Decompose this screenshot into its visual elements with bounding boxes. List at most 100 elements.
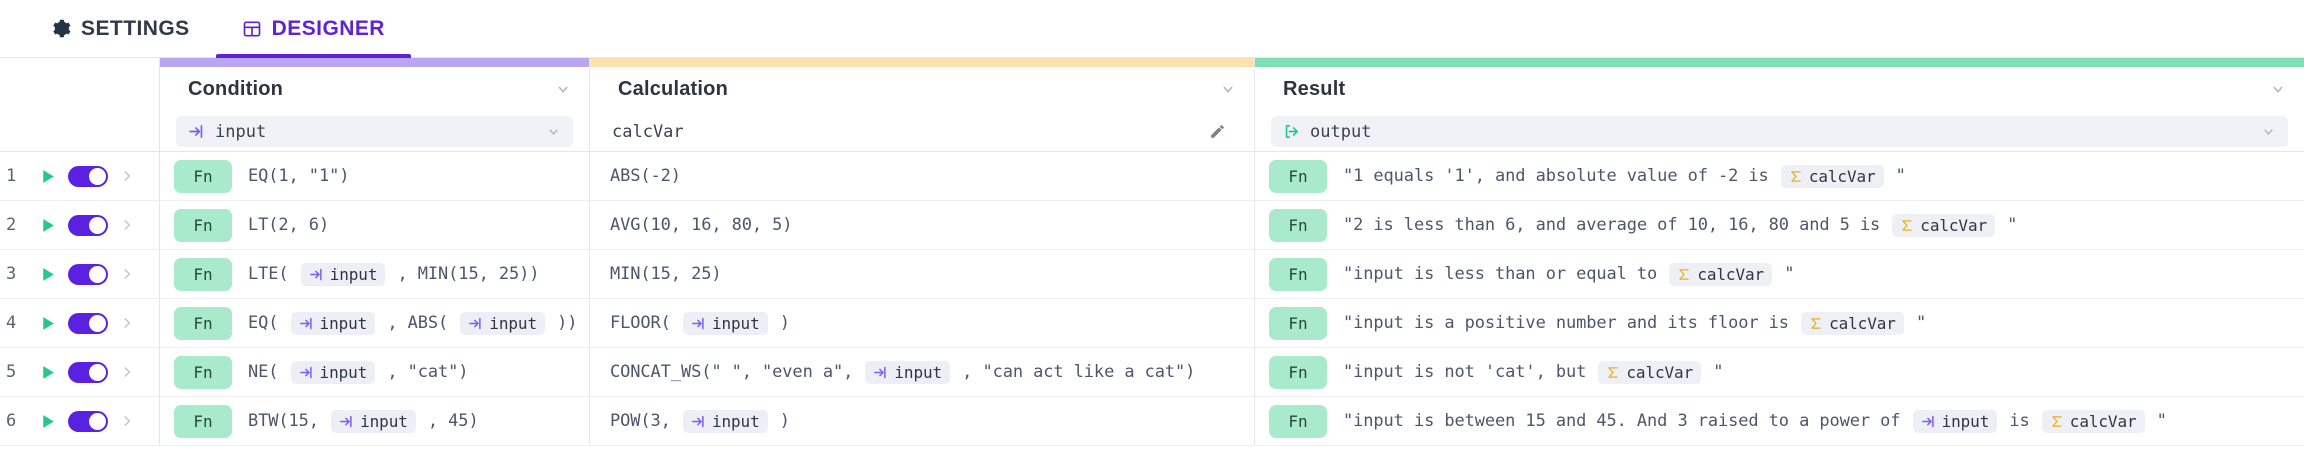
- expression-text: ": [1703, 362, 1724, 382]
- expand-row-chevron-right-icon[interactable]: [108, 169, 146, 183]
- expand-row-chevron-right-icon[interactable]: [108, 414, 146, 428]
- expression: LTE( input , MIN(15, 25)): [248, 262, 539, 286]
- cell-result[interactable]: Fn "2 is less than 6, and average of 10, …: [1255, 201, 2304, 249]
- input-var-chip[interactable]: input: [682, 409, 768, 433]
- toggle-knob: [89, 412, 106, 430]
- row-enable-toggle[interactable]: [68, 361, 108, 383]
- input-var-chip[interactable]: input: [300, 262, 386, 286]
- run-rule-button[interactable]: [30, 363, 64, 382]
- fn-chip[interactable]: Fn: [174, 355, 232, 389]
- chevron-down-icon[interactable]: [555, 81, 571, 97]
- toggle-knob: [89, 363, 106, 381]
- fn-chip[interactable]: Fn: [174, 159, 232, 193]
- input-var-chip[interactable]: input: [290, 311, 376, 335]
- calcvar-chip[interactable]: calcVar: [1669, 262, 1773, 286]
- cell-calculation[interactable]: ABS(-2): [590, 152, 1255, 200]
- cell-result[interactable]: Fn "input is not 'cat', but calcVar ": [1255, 348, 2304, 396]
- input-var-chip[interactable]: input: [1912, 409, 1998, 433]
- run-rule-button[interactable]: [30, 265, 64, 284]
- input-arrow-icon: [1921, 414, 1936, 429]
- fn-chip[interactable]: Fn: [174, 306, 232, 340]
- input-var-chip[interactable]: input: [460, 311, 545, 335]
- expression: "input is between 15 and 45. And 3 raise…: [1343, 409, 2167, 433]
- variable-chip-label: calcVar: [2069, 411, 2137, 431]
- variable-chip-label: input: [319, 313, 368, 333]
- tab-designer[interactable]: DESIGNER: [215, 0, 412, 58]
- input-var-chip[interactable]: input: [331, 409, 416, 433]
- variable-chip-label: input: [894, 362, 943, 382]
- run-rule-button[interactable]: [30, 167, 64, 186]
- calcvar-chip[interactable]: calcVar: [1892, 213, 1996, 237]
- cell-result[interactable]: Fn "input is between 15 and 45. And 3 rai…: [1255, 397, 2304, 445]
- row-gutter: 1: [0, 152, 160, 200]
- variable-select-input[interactable]: input: [176, 116, 573, 147]
- expand-row-chevron-right-icon[interactable]: [108, 267, 146, 281]
- input-var-chip[interactable]: input: [865, 360, 951, 384]
- chevron-down-icon[interactable]: [2270, 81, 2286, 97]
- calcvar-chip[interactable]: calcVar: [2041, 409, 2145, 433]
- expression-text: "2 is less than 6, and average of 10, 16…: [1343, 215, 1891, 235]
- row-enable-toggle[interactable]: [68, 312, 108, 334]
- row-enable-toggle[interactable]: [68, 263, 108, 285]
- chevron-down-icon[interactable]: [1220, 81, 1236, 97]
- rule-grid: Condition input: [0, 58, 2304, 470]
- variable-chip-label: calcVar: [1808, 166, 1876, 186]
- chevron-down-icon[interactable]: [546, 124, 561, 139]
- fn-chip[interactable]: Fn: [174, 208, 232, 242]
- fn-chip[interactable]: Fn: [1269, 355, 1327, 389]
- expression-text: BTW(15,: [248, 411, 330, 431]
- row-enable-toggle[interactable]: [68, 165, 108, 187]
- tab-settings[interactable]: SETTINGS: [26, 0, 216, 58]
- input-var-chip[interactable]: input: [290, 360, 376, 384]
- cell-calculation[interactable]: CONCAT_WS(" ", "even a", input , "can ac…: [590, 348, 1255, 396]
- variable-chip-label: input: [1941, 411, 1990, 431]
- expression-text: MIN(15, 25): [610, 264, 722, 284]
- cell-calculation[interactable]: MIN(15, 25): [590, 250, 1255, 298]
- cell-condition[interactable]: Fn LTE( input , MIN(15, 25)): [160, 250, 590, 298]
- fn-chip[interactable]: Fn: [1269, 257, 1327, 291]
- cell-result[interactable]: Fn"input is less than or equal to calcVa…: [1255, 250, 2304, 298]
- variable-select-output[interactable]: output: [1271, 116, 2288, 147]
- pencil-icon[interactable]: [1209, 123, 1226, 140]
- fn-chip[interactable]: Fn: [1269, 208, 1327, 242]
- fn-chip[interactable]: Fn: [1269, 404, 1327, 438]
- run-rule-button[interactable]: [30, 216, 64, 235]
- calcvar-chip[interactable]: calcVar: [1598, 360, 1702, 384]
- row-enable-toggle[interactable]: [68, 410, 108, 432]
- expression-text: , ABS(: [377, 313, 459, 333]
- cell-calculation[interactable]: AVG(10, 16, 80, 5): [590, 201, 1255, 249]
- row-number: 2: [6, 215, 17, 235]
- chevron-down-icon[interactable]: [2261, 124, 2276, 139]
- row-enable-toggle[interactable]: [68, 214, 108, 236]
- input-var-chip[interactable]: input: [682, 311, 768, 335]
- expand-row-chevron-right-icon[interactable]: [108, 365, 146, 379]
- fn-chip[interactable]: Fn: [174, 257, 232, 291]
- expand-row-chevron-right-icon[interactable]: [108, 316, 146, 330]
- expression-text: "input is not 'cat', but: [1343, 362, 1597, 382]
- input-arrow-icon: [188, 123, 205, 140]
- cell-calculation[interactable]: POW(3, input ): [590, 397, 1255, 445]
- column-band-calculation: [590, 58, 1254, 67]
- expand-row-chevron-right-icon[interactable]: [108, 218, 146, 232]
- variable-name-calcvar-wrap[interactable]: calcVar: [606, 116, 1238, 147]
- cell-result[interactable]: Fn"1 equals '1', and absolute value of -…: [1255, 152, 2304, 200]
- calcvar-chip[interactable]: calcVar: [1780, 164, 1884, 188]
- expression: CONCAT_WS(" ", "even a", input , "can ac…: [610, 360, 1195, 384]
- fn-chip[interactable]: Fn: [174, 404, 232, 438]
- fn-chip[interactable]: Fn: [1269, 159, 1327, 193]
- cell-result[interactable]: Fn"input is a positive number and its fl…: [1255, 299, 2304, 347]
- run-rule-button[interactable]: [30, 412, 64, 431]
- calcvar-chip[interactable]: calcVar: [1801, 311, 1904, 335]
- cell-calculation[interactable]: FLOOR( input ): [590, 299, 1255, 347]
- variable-name-output: output: [1310, 121, 1372, 142]
- input-arrow-icon: [691, 316, 706, 331]
- run-rule-button[interactable]: [30, 314, 64, 333]
- fn-chip[interactable]: Fn: [1269, 306, 1327, 340]
